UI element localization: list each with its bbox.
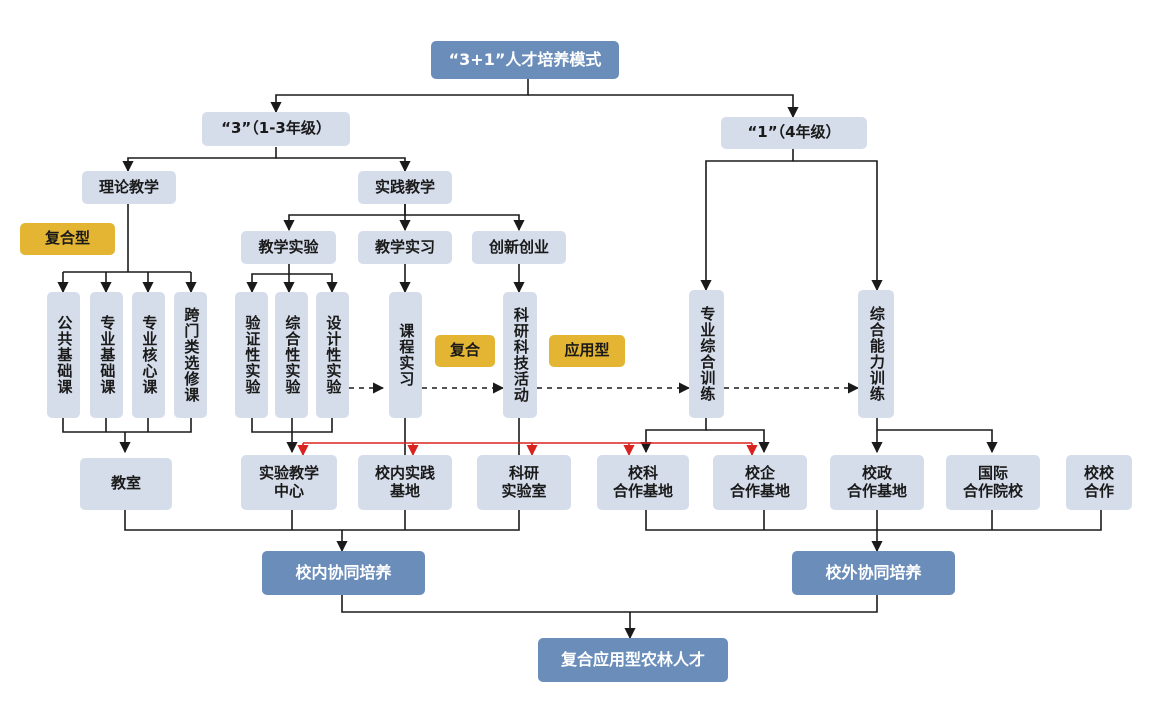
experiment-type-box: 验证性实验 — [235, 292, 268, 418]
theory-course-box: 专业核心课 — [132, 292, 165, 418]
teaching-internship-box: 教学实习 — [358, 231, 452, 264]
base-international-box: 国际 合作院校 — [946, 455, 1040, 510]
comprehensive-training-box: 综合能力训练 — [858, 290, 894, 418]
base-on-campus-practice-box: 校内实践 基地 — [358, 455, 452, 510]
composite-type-tag: 复合型 — [20, 223, 115, 255]
base-classroom-box: 教室 — [80, 458, 172, 510]
experiment-type-box: 综合性实验 — [275, 292, 308, 418]
base-school-enterprise-box: 校企 合作基地 — [713, 455, 807, 510]
theory-course-box: 公共基础课 — [47, 292, 80, 418]
base-school-government-box: 校政 合作基地 — [830, 455, 924, 510]
off-campus-collaboration-box: 校外协同培养 — [792, 551, 955, 595]
base-school-school-box: 校校 合作 — [1066, 455, 1132, 510]
branch-1-box: “1”（4年级） — [721, 117, 867, 149]
branch-3-box: “3”（1-3年级） — [202, 112, 350, 146]
theory-teaching-box: 理论教学 — [82, 171, 176, 204]
research-activity-box: 科研科技活动 — [503, 292, 537, 418]
base-lab-center-box: 实验教学 中心 — [241, 455, 337, 510]
practice-teaching-box: 实践教学 — [358, 171, 452, 204]
course-internship-box: 课程实习 — [389, 292, 422, 418]
on-campus-collaboration-box: 校内协同培养 — [262, 551, 425, 595]
model-title-box: “3+1”人才培养模式 — [431, 41, 619, 79]
outcome-box: 复合应用型农林人才 — [538, 638, 728, 682]
applied-type-tag: 应用型 — [549, 335, 625, 367]
theory-course-box: 跨门类选修课 — [174, 292, 207, 418]
innovation-box: 创新创业 — [472, 231, 566, 264]
theory-course-box: 专业基础课 — [90, 292, 123, 418]
teaching-experiment-box: 教学实验 — [241, 231, 336, 264]
experiment-type-box: 设计性实验 — [316, 292, 349, 418]
composite-tag: 复合 — [435, 335, 495, 367]
base-research-lab-box: 科研 实验室 — [477, 455, 571, 510]
professional-training-box: 专业综合训练 — [689, 290, 724, 418]
base-school-research-box: 校科 合作基地 — [597, 455, 689, 510]
